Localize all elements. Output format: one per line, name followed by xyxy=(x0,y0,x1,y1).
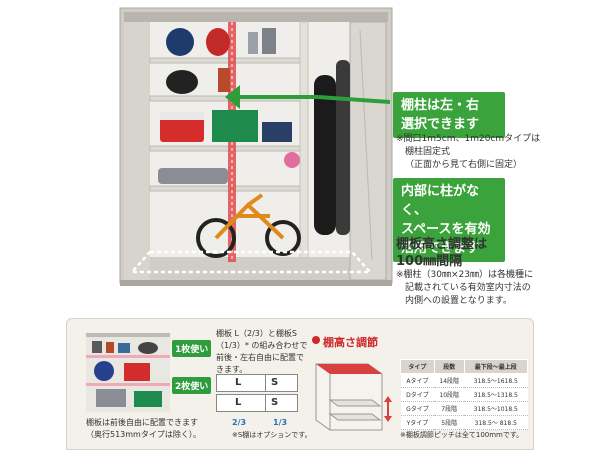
table-cell: Aタイプ xyxy=(400,373,435,388)
no-pillar-callout: 内部に柱がなく、 スペースを有効 活用できます xyxy=(393,178,505,262)
note-line: 記載されている有効室内寸法の xyxy=(405,283,531,293)
text-line: 前後・左右自由に配置で xyxy=(216,353,304,362)
shelf-adjust-title: 棚高さ調節 xyxy=(323,336,378,349)
table-cell: 14段階 xyxy=(434,373,465,388)
shelf-board xyxy=(149,57,301,64)
lantern-item xyxy=(218,68,230,92)
note-line: （正面から見て右側に固定） xyxy=(405,160,523,170)
note-line: （奥行513mmタイプは除く）。 xyxy=(86,430,201,439)
fraction-right-label: 1/3 xyxy=(273,418,288,427)
table-header-row: タイプ 段数 最下段～最上段 xyxy=(400,359,529,374)
large-board-label: L xyxy=(235,377,242,388)
large-board-label: L xyxy=(235,397,242,408)
table-cell: 318.5～1618.5 xyxy=(464,373,528,388)
bicycle-wheel xyxy=(265,220,301,256)
note-line: 棚板は前後自由に配置できます xyxy=(86,418,198,427)
text-line: （1/3）* の組み合わせで xyxy=(216,341,308,350)
note-line: ※間口1m5cm、1m20cmタイプは xyxy=(396,134,541,144)
snowboard xyxy=(314,75,336,235)
storage-crate xyxy=(212,110,258,142)
double-board-tag: 2枚使い xyxy=(172,377,212,394)
table-cell: 318.5～ 818.5 xyxy=(464,415,528,430)
heading-line: 100㎜間隔 xyxy=(396,254,463,269)
storage-shed-photo xyxy=(119,7,393,286)
ls-layout-row: L S xyxy=(216,374,298,392)
table-cell: Dタイプ xyxy=(400,387,435,402)
pot-item xyxy=(166,70,198,94)
table-cell: 5段階 xyxy=(434,415,465,430)
column-header: 段数 xyxy=(433,359,465,374)
arrow-icon xyxy=(225,85,318,109)
board-placement-note: 棚板は前後自由に配置できます （奥行513mmタイプは除く）。 xyxy=(86,417,316,441)
table-cell: Yタイプ xyxy=(400,415,435,430)
shelf-type-table: タイプ 段数 最下段～最上段 Aタイプ 14段階 318.5～1618.5 Dタ… xyxy=(400,359,529,430)
note-line: 棚柱固定式 xyxy=(405,147,451,157)
column-header: タイプ xyxy=(400,359,435,374)
note-line: ※棚柱（30㎜×23㎜）は各機種に xyxy=(396,270,533,280)
pillar-callout-line: 選択できます xyxy=(401,117,480,132)
shelf-height-heading: 棚板高さ調整は 100㎜間隔 xyxy=(396,236,487,270)
note-line: 内側への設置となります。 xyxy=(405,296,512,306)
no-pillar-callout-line: 活用できます xyxy=(401,241,480,256)
option-note: ※S棚はオプションです。 xyxy=(232,431,312,439)
text-line: 棚板 L（2/3）と棚板S xyxy=(216,329,297,338)
shelf-board xyxy=(149,145,301,152)
single-board-tag: 1枚使い xyxy=(172,340,212,357)
shelf-combination-text: 棚板 L（2/3）と棚板S （1/3）* の組み合わせで 前後・左右自由に配置で… xyxy=(216,328,316,376)
table-cell: 318.5～1018.5 xyxy=(464,401,528,416)
no-pillar-callout-line: スペースを有効 xyxy=(401,222,491,237)
small-board-label: S xyxy=(271,397,279,408)
table-cell: Gタイプ xyxy=(400,401,435,416)
pillar-callout-line: 棚柱は左・右 xyxy=(401,98,480,113)
table-row: Yタイプ 5段階 318.5～ 818.5 xyxy=(400,415,528,430)
table-row: Dタイプ 10段階 318.5～1318.5 xyxy=(400,387,528,402)
shelf-adjust-diagram xyxy=(315,363,392,431)
no-pillar-callout-line: 内部に柱がなく、 xyxy=(401,184,480,218)
pillar-size-note: ※棚柱（30㎜×23㎜）は各機種に 記載されている有効室内寸法の 内側への設置と… xyxy=(396,269,596,308)
bullet-icon xyxy=(312,336,320,344)
lantern-item xyxy=(248,32,258,54)
shelf-board xyxy=(149,185,301,192)
table-row: Aタイプ 14段階 318.5～1618.5 xyxy=(400,373,528,388)
table-row: Gタイプ 7段階 318.5～1018.5 xyxy=(400,401,528,416)
heading-line: 棚板高さ調整は xyxy=(396,237,488,252)
bicycle-wheel xyxy=(196,218,236,258)
pitch-note: ※棚板調節ピッチは全て100mmです。 xyxy=(400,431,524,439)
pillar-note: ※間口1m5cm、1m20cmタイプは 棚柱固定式 （正面から見て右側に固定） xyxy=(396,133,596,172)
fraction-left-label: 2/3 xyxy=(232,418,247,427)
text-line: きます。 xyxy=(216,365,248,374)
bag-item xyxy=(166,28,194,56)
table-cell: 318.5～1318.5 xyxy=(464,387,528,402)
small-board-label: S xyxy=(271,377,279,388)
table-cell: 7段階 xyxy=(434,401,465,416)
bag-item xyxy=(206,28,230,56)
shelf-layout-photo xyxy=(86,333,170,412)
table-cell: 10段階 xyxy=(434,387,465,402)
column-header: 最下段～最上段 xyxy=(463,359,529,374)
ls-layout-row: L S xyxy=(216,394,298,412)
pillar-callout: 棚柱は左・右 選択できます xyxy=(393,92,505,138)
